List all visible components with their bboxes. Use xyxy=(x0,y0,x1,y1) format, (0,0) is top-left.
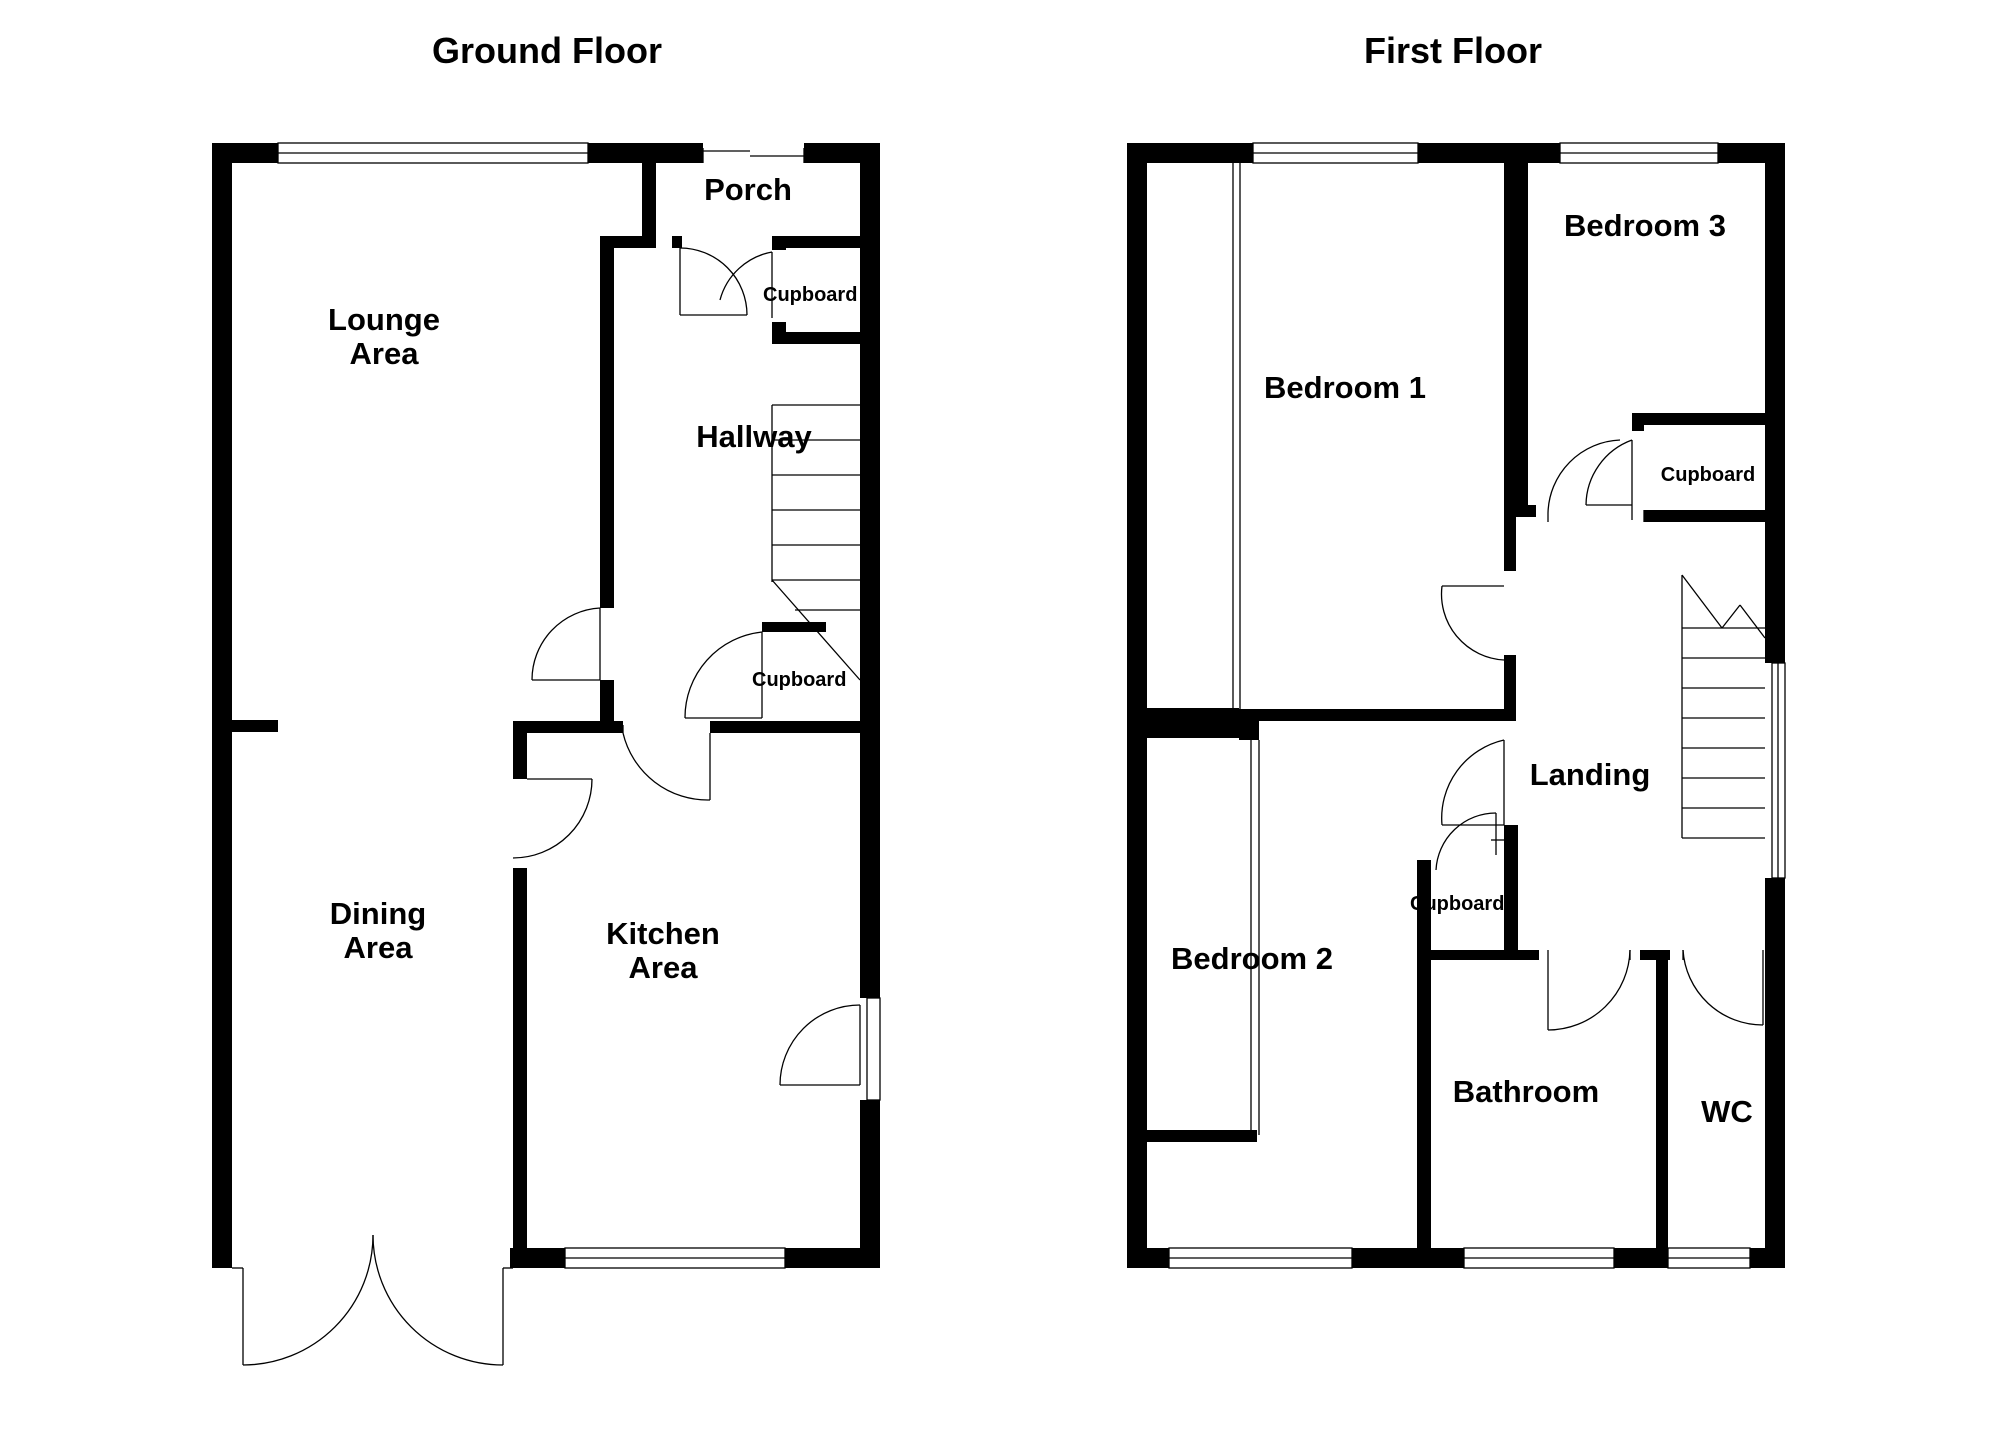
wc-label: WC xyxy=(1701,1094,1753,1129)
wall xyxy=(860,143,880,998)
wall xyxy=(1417,950,1539,960)
wall xyxy=(860,1100,880,1268)
hallway-label: Hallway xyxy=(696,419,812,454)
wall xyxy=(1644,510,1785,522)
wall xyxy=(1516,143,1528,513)
bedroom3-cupboard-door xyxy=(1585,439,1645,522)
porch-cupboard-door xyxy=(719,251,773,318)
wall xyxy=(1127,143,1147,1268)
lounge-label-line2: Area xyxy=(350,336,420,371)
wall xyxy=(1614,1248,1668,1268)
wall xyxy=(600,236,614,608)
wall xyxy=(1632,413,1644,431)
bedroom1-door xyxy=(1440,585,1505,661)
wall xyxy=(212,720,278,732)
cupboard-landing-label: Cupboard xyxy=(1410,893,1504,915)
first-floor-plan: First Floor xyxy=(1127,30,1786,1269)
wall xyxy=(772,236,786,250)
wall xyxy=(785,1248,880,1268)
wall xyxy=(772,236,880,248)
wall xyxy=(1656,950,1668,1248)
wall xyxy=(1147,708,1239,738)
wall xyxy=(1239,720,1259,740)
hallway-kitchen-door xyxy=(622,725,711,801)
wall xyxy=(1147,1130,1257,1142)
bedroom1-label: Bedroom 1 xyxy=(1264,370,1426,405)
wall xyxy=(212,143,232,1268)
bathroom-label: Bathroom xyxy=(1453,1074,1599,1109)
bedroom3-door xyxy=(1547,439,1621,522)
hallway-lounge-door xyxy=(531,607,601,681)
landing-label: Landing xyxy=(1530,757,1651,792)
under-stairs-cupboard-door xyxy=(684,631,763,719)
wall xyxy=(1632,413,1785,425)
wc-door xyxy=(1682,949,1764,1026)
wall xyxy=(1516,505,1536,517)
wall xyxy=(1504,825,1518,955)
wall xyxy=(1750,1248,1785,1268)
cupboard-porch-label: Cupboard xyxy=(763,284,857,306)
bedroom2-door xyxy=(1441,739,1505,826)
kitchen-side-door xyxy=(779,1004,861,1086)
dining-kitchen-door xyxy=(512,778,593,859)
porch-label: Porch xyxy=(704,172,792,207)
wall xyxy=(1518,950,1538,960)
wall xyxy=(762,622,826,632)
wall xyxy=(1765,143,1785,663)
lounge-label-line1: Lounge xyxy=(328,302,440,337)
ground-floor-title: Ground Floor xyxy=(432,30,662,71)
wall xyxy=(1418,143,1560,163)
wall xyxy=(1765,878,1785,1268)
wall xyxy=(1127,143,1253,163)
porch-inner-door xyxy=(679,247,748,316)
cupboard-stairs-label: Cupboard xyxy=(752,669,846,691)
dining-label-line2: Area xyxy=(344,930,414,965)
wall xyxy=(1640,950,1670,960)
wall xyxy=(1417,860,1431,960)
bathroom-door xyxy=(1547,949,1631,1031)
wall xyxy=(672,236,682,248)
french-doors xyxy=(232,1234,513,1366)
kitchen-label-line1: Kitchen xyxy=(606,916,720,951)
kitchen-label-line2: Area xyxy=(629,950,699,985)
first-stairs xyxy=(1681,574,1766,839)
wall xyxy=(1504,143,1516,571)
wall xyxy=(513,721,527,779)
wall xyxy=(1127,1248,1169,1268)
wall xyxy=(513,721,623,733)
kitchen-side-window xyxy=(866,997,881,1101)
wall xyxy=(1147,709,1516,721)
bedroom3-label: Bedroom 3 xyxy=(1564,208,1726,243)
landing-cupboard-door xyxy=(1435,812,1504,871)
wall xyxy=(772,332,880,344)
wall xyxy=(1417,950,1431,1248)
ground-floor-plan: Ground Floor xyxy=(212,30,881,1366)
wall xyxy=(718,721,880,733)
wall xyxy=(1352,1248,1464,1268)
dining-label-line1: Dining xyxy=(330,896,426,931)
ground-stairs xyxy=(771,404,861,681)
wall xyxy=(642,143,656,243)
wall xyxy=(1504,655,1516,720)
first-floor-title: First Floor xyxy=(1364,30,1542,71)
cupboard-bedroom3-label: Cupboard xyxy=(1661,464,1755,486)
wall xyxy=(513,868,527,1268)
wall xyxy=(600,680,614,732)
bedroom2-label: Bedroom 2 xyxy=(1171,941,1333,976)
